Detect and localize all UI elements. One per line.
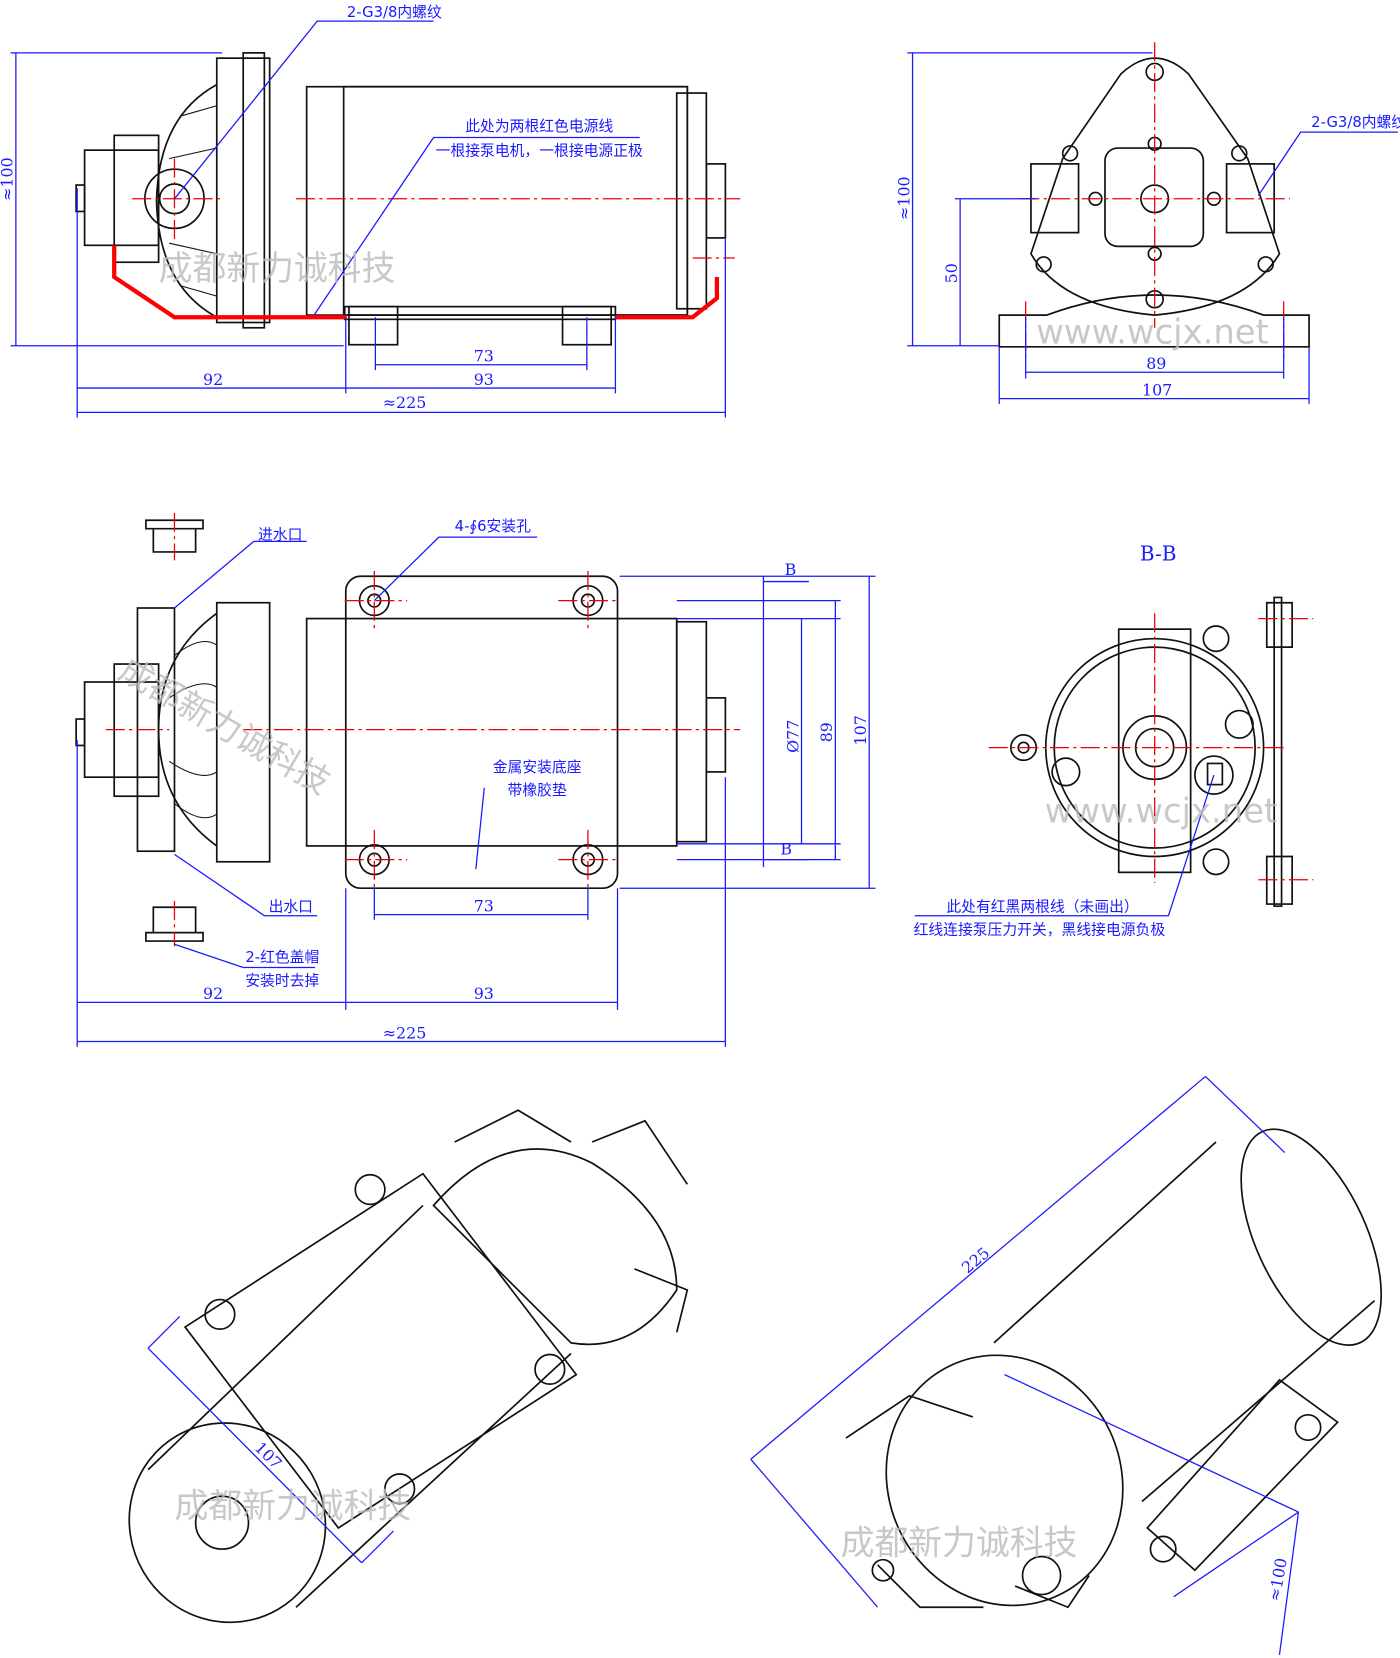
cap-note-line1: 2-红色盖帽: [245, 949, 319, 966]
outlet-label: 出水口: [269, 898, 313, 915]
end-thread-label: 2-G3/8内螺纹: [1311, 114, 1400, 131]
thread-label: 2-G3/8内螺纹: [347, 4, 442, 21]
section-note-line2: 红线连接泵压力开关，黑线接电源负极: [914, 922, 1166, 939]
dim-hole-span: 73: [474, 347, 494, 366]
watermark-web: www.wcjx.net: [1036, 313, 1269, 352]
side-view: [75, 52, 741, 346]
cap-note-line2: 安装时去掉: [245, 972, 319, 989]
dim-total: ≈225: [383, 393, 427, 412]
watermark: 成都新力诚科技: [159, 249, 396, 288]
side-view-dimensions: ≈100 73 92 93 ≈225 2-G3/8内螺纹 此处为两根红色电源线 …: [0, 4, 727, 418]
base-note-line1: 金属安装底座: [493, 759, 582, 776]
section-b-b-labels: B-B 此处有红黑两根线（未画出） 红线连接泵压力开关，黑线接电源负极 www.…: [914, 541, 1278, 938]
section-b-b: [988, 596, 1314, 908]
base-note-line2: 带橡胶垫: [508, 782, 567, 799]
dim-base: 93: [474, 370, 494, 389]
iso-left-dims: 107 成都新力诚科技: [147, 1316, 411, 1564]
section-mark-top: B: [785, 560, 797, 579]
inlet-label: 进水口: [258, 526, 302, 543]
top-dim-base: 93: [474, 984, 494, 1003]
dim-left: 92: [203, 370, 223, 389]
top-dim-total: ≈225: [383, 1023, 427, 1042]
section-mark-bottom: B: [780, 839, 792, 858]
top-dim-left: 92: [203, 984, 223, 1003]
iso-view-right: [845, 1128, 1383, 1609]
dim-height: ≈100: [0, 157, 17, 201]
dim-width: 107: [851, 715, 870, 745]
iso-dim-width: 107: [251, 1438, 286, 1473]
top-view: [75, 512, 741, 947]
wire-note-line1: 此处为两根红色电源线: [465, 118, 613, 135]
wire-note-line2: 一根接泵电机，一根接电源正极: [436, 142, 643, 159]
iso-dim-length: 225: [958, 1243, 993, 1277]
section-title: B-B: [1140, 541, 1177, 565]
top-dim-holes: 73: [474, 896, 494, 915]
dim-dia: Ø77: [783, 720, 802, 753]
watermark-3: 成都新力诚科技: [174, 1486, 411, 1525]
end-view-dimensions: ≈100 50 89 107 2-G3/8内螺纹 www.wcjx.net: [894, 52, 1400, 404]
section-note-line1: 此处有红黑两根线（未画出）: [946, 898, 1138, 915]
end-dim-height: ≈100: [894, 176, 913, 220]
end-dim-holes: 89: [1146, 354, 1166, 373]
end-dim-width: 107: [1142, 380, 1172, 399]
holes-label: 4-∮6安装孔: [455, 518, 531, 535]
watermark-web-2: www.wcjx.net: [1045, 792, 1278, 831]
iso-view-left: [128, 1109, 689, 1624]
watermark-4: 成都新力诚科技: [841, 1523, 1078, 1562]
watermark-rotated: 成都新力诚科技: [112, 650, 337, 802]
end-view: [998, 42, 1310, 360]
red-power-wire: [112, 245, 720, 320]
end-dim-axis: 50: [942, 263, 961, 283]
top-view-dimensions: 进水口 4-∮6安装孔 B B Ø77 89 107 金属安装底座 带橡胶垫 出…: [76, 518, 876, 1047]
dim-inner-width: 89: [817, 722, 836, 742]
